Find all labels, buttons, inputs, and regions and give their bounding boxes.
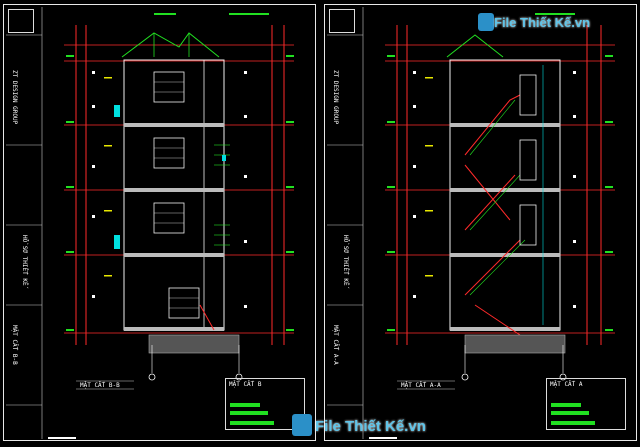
drawing-sheet-b: ZT DESIGN GROUP MẶT CẮT B-B HỒ SƠ THIẾT … — [3, 4, 316, 441]
title-block-bar — [230, 411, 268, 415]
grid-icon — [329, 9, 355, 33]
title-block-label: MẶT CẮT B — [229, 381, 262, 388]
title-block-label: MẶT CẮT A — [550, 381, 583, 388]
drawing-sheet-a: ZT DESIGN GROUP MẶT CẮT A-A HỒ SƠ THIẾT … — [324, 4, 637, 441]
watermark-logo-icon — [478, 13, 494, 31]
title-block-bar — [551, 403, 581, 407]
title-block-bar — [551, 411, 589, 415]
section-drawing-b — [6, 7, 294, 439]
title-block: MẶT CẮT B — [225, 378, 305, 430]
section-title: MẶT CẮT A-A — [401, 382, 441, 389]
title-block-bar — [230, 403, 260, 407]
watermark-logo-icon — [292, 414, 312, 436]
section-title: MẶT CẮT B-B — [80, 382, 120, 389]
grid-icon — [8, 9, 34, 33]
title-block: MẶT CẮT A — [546, 378, 626, 430]
section-drawing-a — [327, 7, 615, 439]
title-block-bar — [551, 421, 595, 425]
title-block-bar — [230, 421, 274, 425]
watermark-bottom: File Thiết Kế.vn — [315, 418, 426, 435]
watermark-top: File Thiết Kế.vn — [494, 15, 591, 30]
